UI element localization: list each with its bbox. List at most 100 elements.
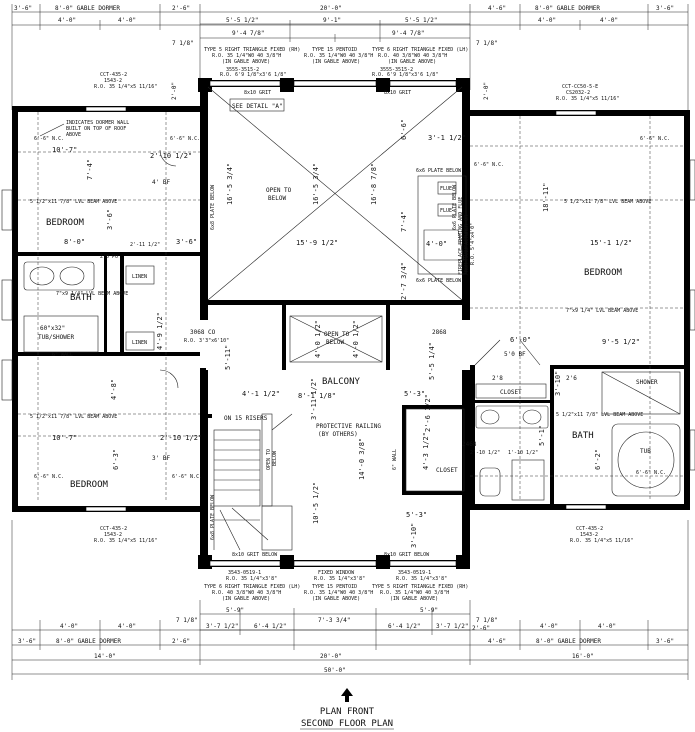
lvl-beam-left: 5 1/2"x11 7/8" LVL BEAM ABOVE — [30, 199, 117, 205]
cct-bl-1: CCT-435-2 — [100, 526, 127, 532]
top-window-labels: TYPE 5 RIGHT TRIANGLE FIXED (RH) R.O. 35… — [204, 47, 468, 78]
right-wing: 6'-6" N.C. 6'-6" N.C. 18'-11" 5 1/2"x11 … — [432, 136, 684, 501]
tub-label: TUB/SHOWER — [38, 334, 75, 341]
dim-right-2-0: 2'-0" — [483, 82, 490, 100]
note-dormer-1: INDICATES DORMER WALL — [66, 120, 129, 126]
dim-7-4-a: 7'-4" — [86, 159, 94, 180]
nc-left-2: 6'-6" N.C. — [170, 136, 200, 142]
fireplace-1: FIREPLACE FRAMING AND FLUE — [458, 197, 464, 275]
dim-5-3-a: 5'-3" — [404, 390, 425, 398]
dim-10-7-b: 10'-7" — [52, 434, 77, 442]
dim-18-11: 18'-11" — [542, 182, 550, 212]
win-bot-3-l1: TYPE 5 RIGHT TRIANGLE FIXED (RH) — [372, 584, 468, 590]
room-tub: TUB — [640, 448, 651, 455]
dim-bot-r4-3: 2'-6" — [472, 625, 490, 632]
nc-left-3: 6'-6" N.C. — [34, 474, 64, 480]
dim-2-10-b: 2'-10 1/2" — [160, 434, 202, 442]
dim-4-0-a: 4'-0 1/2" — [314, 320, 322, 358]
center-area: SEE DETAIL "A" 8x10 GRIT 8x10 GRIT 6x8 P… — [184, 86, 476, 558]
dim-bot-r2-1: 3'-7 1/2" — [206, 623, 239, 630]
win-bot-2-l3: (IN GABLE ABOVE) — [312, 596, 360, 602]
win-bot-2-code: FIXED WINDOW — [318, 570, 355, 576]
dim-4-0: 4'-0" — [426, 240, 447, 248]
plate-below-1: 6x8 PLATE BELOW — [210, 184, 216, 230]
win-top-3-l3: (IN GABLE ABOVE) — [388, 59, 436, 65]
dim-2-11: 2'-11 1/2" — [130, 242, 160, 248]
dim-bot-r2-2: 6'-4 1/2" — [254, 623, 287, 630]
win-top-1-l1: TYPE 5 RIGHT TRIANGLE FIXED (RH) — [204, 47, 300, 53]
cct-br-2: 1543-2 — [580, 532, 598, 538]
dim-bot-r3-2: 4'-0" — [60, 623, 78, 630]
cct-br-1: CCT-435-2 — [576, 526, 603, 532]
lvl-beam-right-1: 5 1/2"x11 7/8" LVL BEAM ABOVE — [564, 199, 651, 205]
win-bot-2-l2: R.O. 35 1/4"W0 40 3/8"H — [304, 590, 373, 596]
cct-tags: CCT-435-2 1543-2 R.O. 35 1/4"x5 11/16" C… — [94, 72, 633, 544]
nc-left-4: 6'-6" N.C. — [172, 474, 202, 480]
win-bot-3-l2: R.O. 35 1/4"W0 40 3/8"H — [380, 590, 449, 596]
north-arrow-icon — [341, 688, 353, 702]
fireplace-3: R.O. 5'4"x4'0" — [470, 223, 476, 265]
cct-tr-3: R.O. 35 1/4"x5 11/16" — [556, 96, 619, 102]
dim-bot-side-r: 7 1/8" — [476, 617, 498, 624]
co2-label: 2868 — [432, 329, 447, 336]
lvl-beam-right-2: 7"x9 1/4" LVL BEAM ABOVE — [566, 308, 638, 314]
title-line1: PLAN FRONT — [320, 707, 375, 717]
win-bot-2-l1: TYPE 15 PENTOID — [312, 584, 357, 590]
grit-top-1: 8x10 GRIT — [244, 90, 271, 96]
dim-3-6-b: 3'-6" — [176, 238, 197, 246]
cct-tl-3: R.O. 35 1/4"x5 11/16" — [94, 84, 157, 90]
bottom-dimension-lines: 5'-9" 5'-9" 3'-7 1/2" 6'-4 1/2" 7'-3 3/4… — [11, 520, 689, 680]
dim-bot-r1-2: 5'-9" — [420, 607, 438, 614]
railing-2: (BY OTHERS) — [318, 431, 358, 438]
dim-3-11: 3'-11 1/2" — [310, 378, 318, 420]
dim-8-1: 8'-1 1/8" — [298, 392, 336, 400]
tub-size: 60"x32" — [40, 325, 65, 332]
note-dormer-3: ABOVE — [66, 132, 81, 138]
dim-1-10: 1'-10 1/2" — [508, 450, 538, 456]
dim-bot-r4-2: 2'-6" — [172, 638, 190, 645]
dim-bot-r3-4: 4'-6" — [488, 638, 506, 645]
title-line2: SECOND FLOOR PLAN — [301, 719, 393, 729]
dim-2-6: 2'-6 1/2" — [424, 394, 432, 432]
windows — [85, 80, 607, 567]
dim-top-r2-4: 9'-1" — [323, 17, 341, 24]
dim-top-r2-1: 4'-0" — [58, 17, 76, 24]
dim-bot-r2-3: 7'-3 3/4" — [318, 617, 351, 624]
lvl-beam-left-2: 7"x9 1/4" LVL BEAM ABOVE — [56, 291, 128, 297]
dim-top-1: 3'-6" — [14, 5, 32, 12]
dim-5-5: 5'-5 1/4" — [428, 342, 436, 380]
room-bedroom-right: BEDROOM — [584, 268, 623, 278]
plan-title: PLAN FRONT SECOND FLOOR PLAN — [300, 688, 394, 730]
lvl-beam-left-3: 5 1/2"x11 7/8" LVL BEAM ABOVE — [30, 414, 117, 420]
cct-bl-3: R.O. 35 1/4"x5 11/16" — [94, 538, 157, 544]
dim-bot-r5-1: 14'-0" — [94, 653, 116, 660]
win-top-3-code: 3555-3515-2 — [380, 67, 413, 73]
dim-8-0: 8'-0" — [64, 238, 85, 246]
staircase: OPEN TO BELOW — [213, 413, 293, 551]
dim-bot-r3-7: 3'-6" — [656, 638, 674, 645]
dim-6-0: 6'-0" — [510, 336, 531, 344]
railing-1: PROTECTIVE RAILING — [316, 423, 381, 430]
dim-bot-r3-1: 3'-6" — [18, 638, 36, 645]
dim-bot-r3-3: 4'-0" — [118, 623, 136, 630]
top-dimension-lines: 3'-6" 8'-0" GABLE DORMER 2'-6" 20'-0" 4'… — [11, 4, 689, 110]
dim-3-6-a: 3'-6" — [106, 209, 114, 230]
dim-bot-r1-1: 5'-9" — [226, 607, 244, 614]
dim-15-9: 15'-9 1/2" — [296, 239, 338, 247]
bf-left-2: 3' BF — [152, 455, 170, 462]
note-dormer-2: BUILT ON TOP OF ROOF — [66, 126, 126, 132]
interior-walls — [18, 252, 684, 505]
room-closet-center: CLOSET — [436, 467, 458, 474]
cct-br-3: R.O. 35 1/4"x5 11/16" — [570, 538, 633, 544]
stair-open-2: BELOW — [272, 450, 278, 466]
room-linen-2: LINEN — [132, 340, 147, 346]
win-bot-3-l3: (IN GABLE ABOVE) — [390, 596, 438, 602]
dim-7-4-b: 7'-4" — [400, 211, 408, 232]
dim-4-1: 4'-1 1/2" — [242, 390, 280, 398]
dim-4-9: 4'-9 1/2" — [156, 312, 164, 350]
win-top-2-l2: R.O. 35 1/4"W0 40 3/8"H — [304, 53, 373, 59]
room-bath-right: BATH — [572, 431, 594, 441]
win-top-3-l2: R.O. 40 3/8"W0 40 3/8"H — [378, 53, 447, 59]
dim-5-1: 5'-1" — [538, 425, 546, 446]
